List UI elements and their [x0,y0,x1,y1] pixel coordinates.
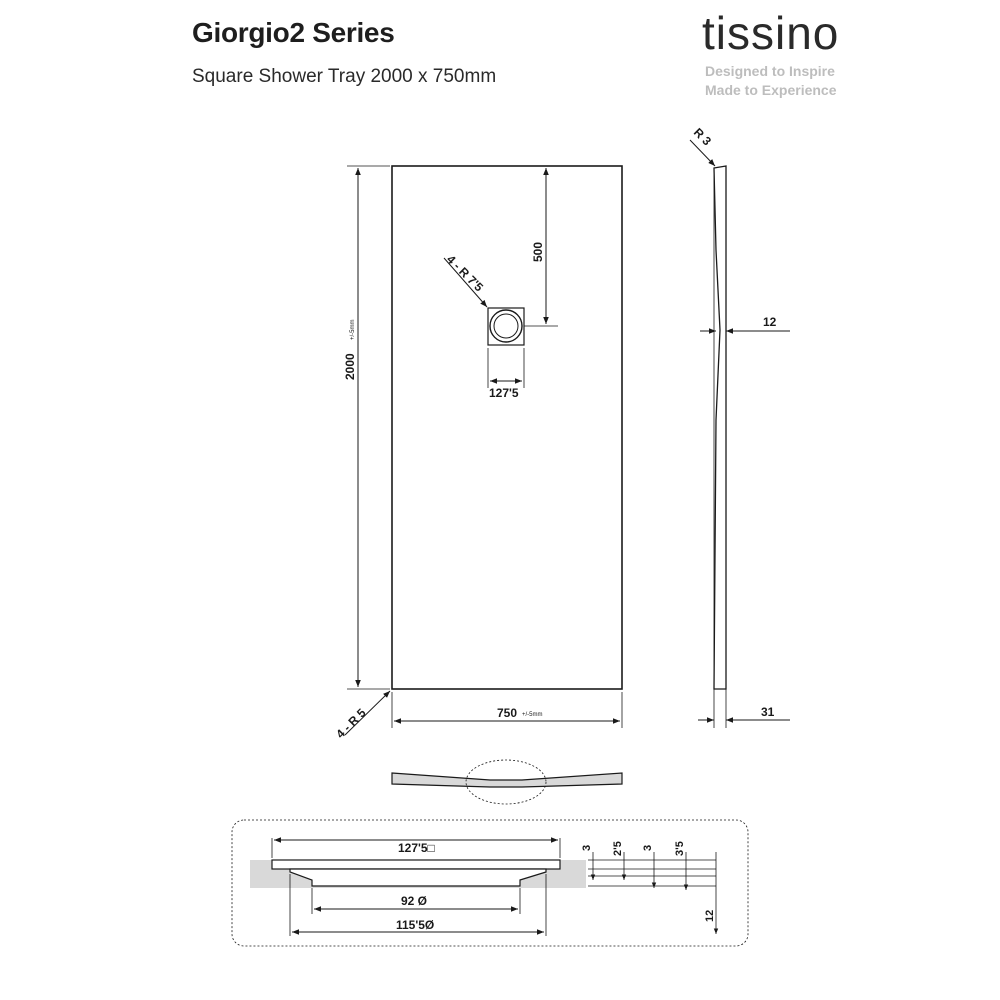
length-tolerance: +/-5mm [350,319,356,340]
waste-outer-square [487,307,525,346]
tray-outline [391,165,623,690]
corner-radius-leader [344,690,391,736]
corner-radius-label: 4 - R 5 [333,706,369,742]
width-label: 750 [497,706,517,720]
page-title: Giorgio2 Series [192,17,395,48]
waste-flange [271,859,561,870]
detail-callout-circle [465,759,547,805]
waste-inner [493,313,519,339]
detail-dim-3a: 3 [581,845,593,851]
detail-dim-3-5: 3'5 [674,841,686,856]
length-label: 2000 [343,353,357,380]
detail-dim-3b: 3 [642,845,654,851]
detail-top-width-label: 127'5□ [398,841,435,855]
detail-inner-dia-label: 92 Ø [401,894,427,908]
waste-radius-label: 4 - R 7'5 [444,252,486,294]
waste-detail [231,819,749,947]
side-profile [713,165,727,690]
section-view [391,759,623,805]
side-view [689,139,790,728]
detail-outer-dia-label: 115'5Ø [396,918,434,932]
waste-body [289,868,547,887]
waste-radius-leader [443,257,488,308]
brand-logo: tissino [702,7,840,59]
plan-view [344,165,623,736]
detail-dim-2-5: 2'5 [612,841,624,856]
waste-offset-label: 500 [531,242,545,262]
section-profile [391,772,623,788]
brand-tagline-2: Made to Experience [705,82,837,98]
detail-frame [231,819,749,947]
width-tolerance: +/-5mm [522,712,543,718]
top-radius-leader [689,139,716,167]
page-subtitle: Square Shower Tray 2000 x 750mm [192,66,497,87]
detail-dim-12: 12 [704,910,716,922]
waste-size-label: 127'5 [489,386,519,400]
brand-tagline-1: Designed to Inspire [705,63,835,79]
fall-label: 12 [763,315,777,329]
waste-ring [489,309,523,343]
thickness-label: 31 [761,705,775,719]
